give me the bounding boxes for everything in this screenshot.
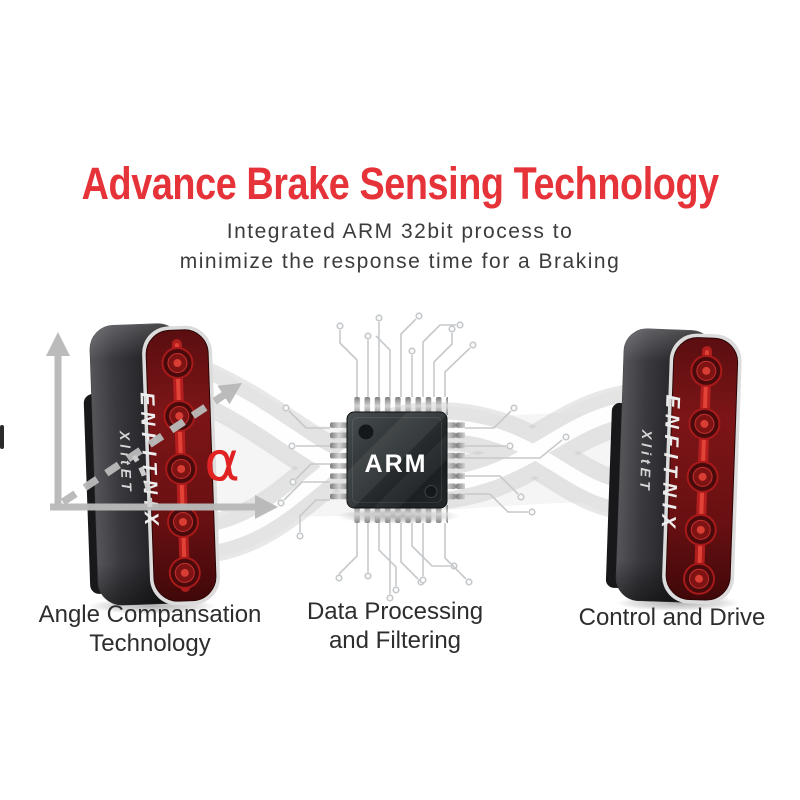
chip-pins-right <box>447 420 465 502</box>
subtitle-line-2: minimize the response time for a Braking <box>179 250 621 273</box>
chip-dimple-small <box>424 485 438 498</box>
page-title-text: Advance Brake Sensing Technology <box>81 158 719 209</box>
subtitle-line-1: Integrated ARM 32bit process to <box>226 220 574 243</box>
tilt-arrowhead <box>217 383 242 405</box>
chip-label: ARM <box>365 450 428 478</box>
caption-data-processing: Data Processing and Filtering <box>270 597 520 655</box>
left-tail-light: ENFITNIX XlitET <box>83 323 220 606</box>
chip-pins-top <box>352 397 448 415</box>
alpha-angle-symbol: α <box>204 430 240 493</box>
caption-control-line-1: Control and Drive <box>578 604 766 631</box>
angle-arc <box>131 454 153 508</box>
chip-pins-left <box>330 420 348 502</box>
right-light-brand-text: ENFITNIX <box>657 394 684 534</box>
caption-control-drive: Control and Drive <box>540 603 800 632</box>
caption-data-line-1: Data Processing <box>306 598 484 625</box>
circuit-traces <box>277 312 570 602</box>
angle-axes <box>46 332 278 519</box>
caption-data-line-2: and Filtering <box>328 627 462 654</box>
diagram-stage: ARM ENFITNIX XlitET <box>0 312 742 614</box>
edge-artifact <box>0 425 4 449</box>
x-axis-arrowhead <box>255 495 278 519</box>
y-axis-arrowhead <box>46 332 70 356</box>
tilt-dashed-line <box>60 391 227 506</box>
arm-chip: ARM <box>330 397 465 524</box>
caption-angle-compensation: Angle Compansation Technology <box>10 600 290 658</box>
chip-dimple-large <box>357 423 375 441</box>
subtitle: Integrated ARM 32bit process to minimize… <box>0 217 800 277</box>
page-title: Advance Brake Sensing Technology <box>0 158 800 210</box>
right-tail-light: ENFITNIX XlitET <box>605 328 742 605</box>
chip-pins-bottom <box>352 505 448 523</box>
left-light-model-text: XlitET <box>117 430 135 495</box>
caption-angle-line-2: Technology <box>89 630 211 657</box>
caption-angle-line-1: Angle Compansation <box>38 601 262 628</box>
right-light-model-text: XlitET <box>637 429 655 494</box>
